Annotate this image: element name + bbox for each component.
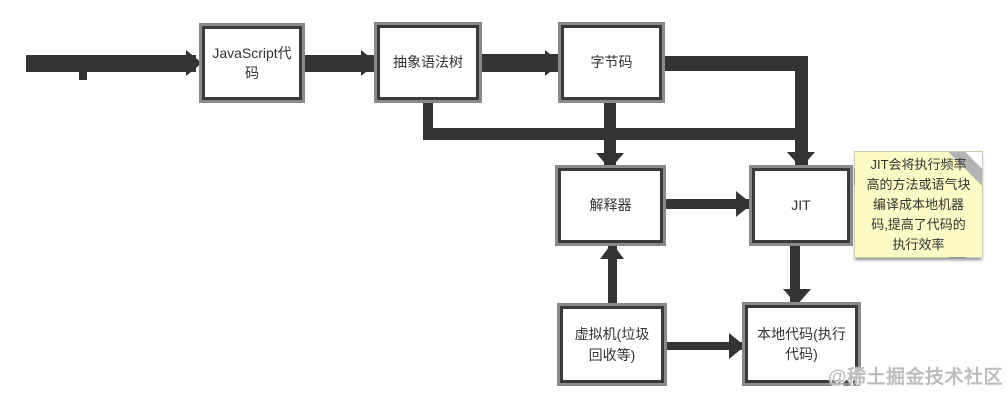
edge-ast-down-segment xyxy=(423,100,433,140)
edge-start-to-javascript-code xyxy=(26,55,196,72)
arrowhead-right-icon xyxy=(186,50,202,76)
edge-jit-to-native-code xyxy=(790,243,800,305)
edge-bytecode-to-jit-vertical xyxy=(795,56,808,168)
note-line: 编译成本地机器 xyxy=(872,196,964,212)
arrowhead-right-icon xyxy=(361,50,377,76)
node-ast: 抽象语法树 xyxy=(377,25,479,100)
edge-interpreter-to-jit xyxy=(663,199,752,209)
edge-vm-to-interpreter xyxy=(608,243,617,306)
arrowhead-right-icon xyxy=(729,333,745,359)
node-label-line: 字节码 xyxy=(590,54,633,71)
node-bytecode: 字节码 xyxy=(561,25,662,100)
node-label-line: 码 xyxy=(245,65,259,81)
arrowhead-down-icon xyxy=(783,289,811,305)
edge-bytecode-to-jit-horizontal xyxy=(662,56,808,71)
edge-bytecode-to-interpreter xyxy=(604,100,616,168)
arrowhead-up-icon xyxy=(600,243,624,259)
watermark: @稀土掘金技术社区 xyxy=(828,367,1004,388)
sticky-note: JIT会将执行频率 高的方法或语气块 编译成本地机器 码,提高了代码的 执行效率 xyxy=(854,151,983,258)
node-label-line: 本地代码(执行 xyxy=(757,325,846,342)
arrowhead-right-icon xyxy=(545,50,561,76)
node-label-line: 解释器 xyxy=(589,197,632,214)
edge-javascript-code-to-ast xyxy=(302,55,377,72)
note-line: 执行效率 xyxy=(892,236,945,252)
stroke-artifact xyxy=(79,72,87,80)
node-label-line: 虚拟机(垃圾 xyxy=(574,326,650,343)
arrowhead-right-icon xyxy=(736,191,752,217)
node-javascript-code: JavaScript代 码 xyxy=(202,26,302,100)
node-vm: 虚拟机(垃圾 回收等) xyxy=(560,306,664,383)
node-jit: JIT xyxy=(752,168,850,243)
edge-ast-to-bytecode xyxy=(479,54,561,72)
note-line: 码,提高了代码的 xyxy=(871,216,966,232)
arrowhead-down-icon xyxy=(596,153,624,169)
node-label-line: 抽象语法树 xyxy=(393,54,463,71)
arrowhead-down-icon xyxy=(787,152,815,168)
note-line: 高的方法或语气块 xyxy=(866,176,971,192)
node-interpreter: 解释器 xyxy=(558,168,663,243)
node-label-line: JIT xyxy=(791,197,811,214)
node-label-line: JavaScript代 xyxy=(212,44,292,61)
note-line: JIT会将执行频率 xyxy=(870,156,967,172)
node-native-code: 本地代码(执行 代码) xyxy=(745,305,858,383)
edge-vm-to-native-code xyxy=(663,342,745,350)
node-label-line: 回收等) xyxy=(588,346,636,363)
node-label-line: 代码) xyxy=(785,346,818,362)
